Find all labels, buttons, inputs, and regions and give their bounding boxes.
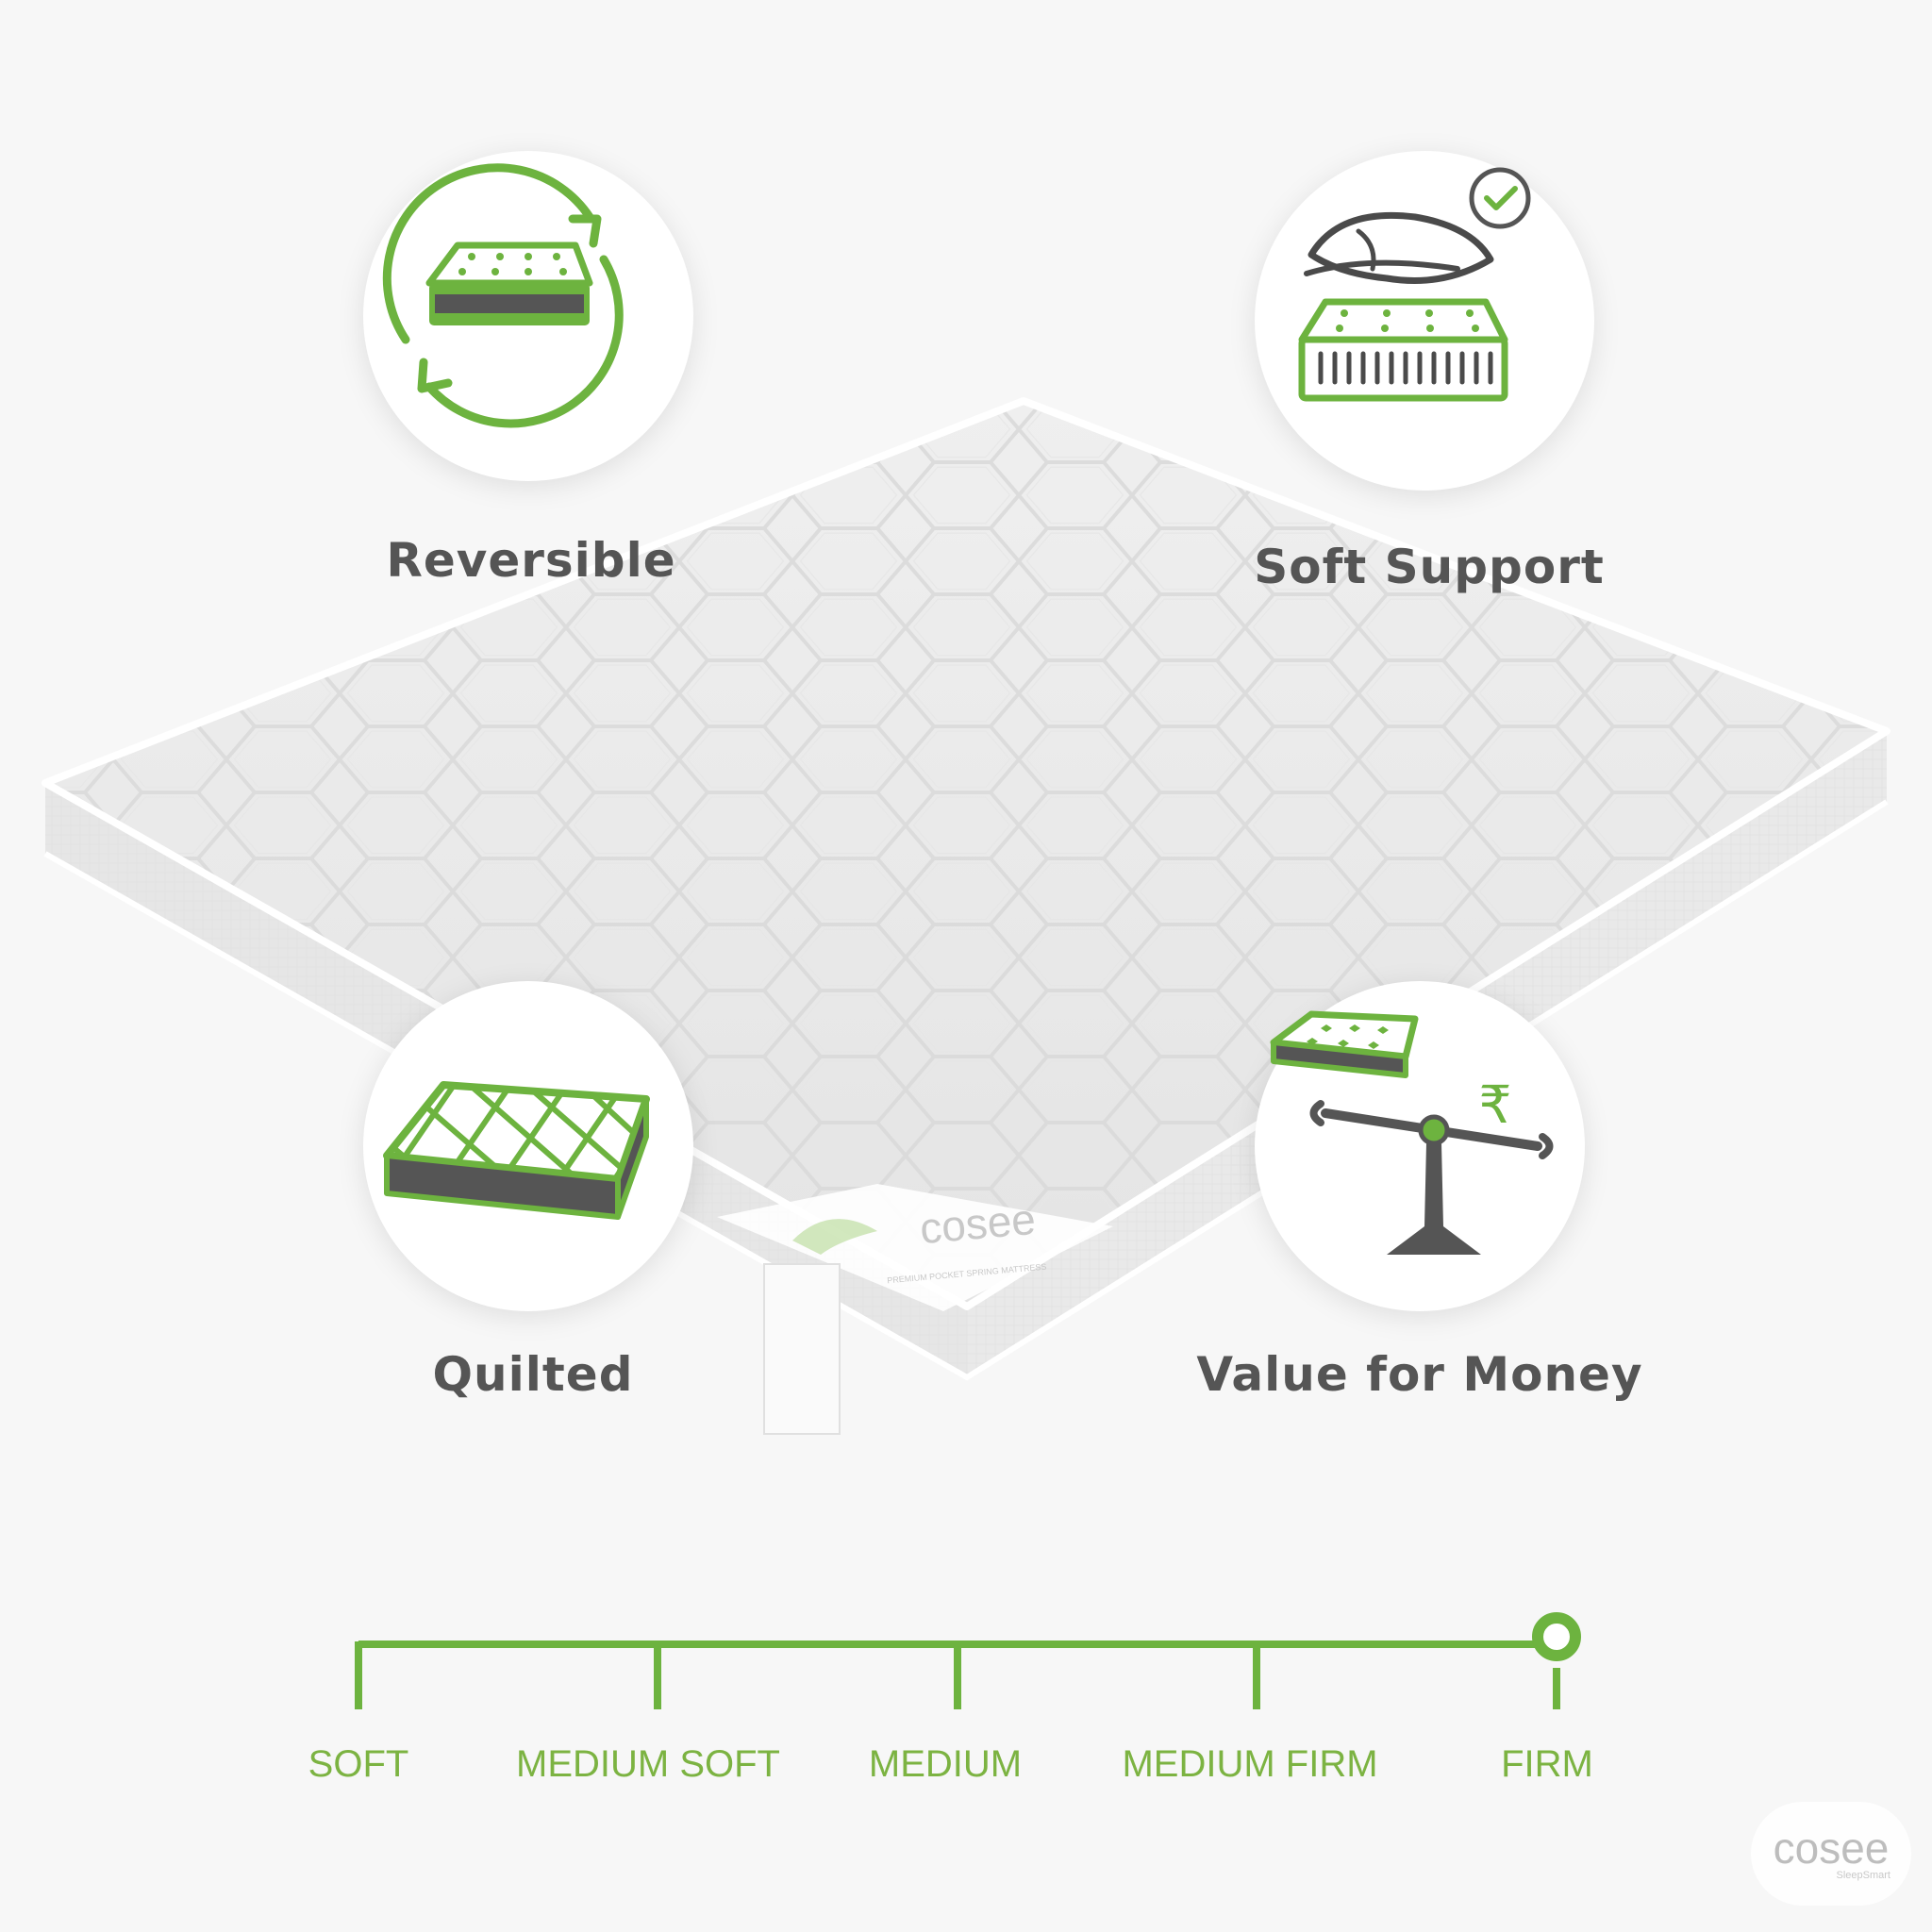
feature-label-soft-support: Soft Support — [1254, 540, 1605, 594]
firmness-label-medium-firm: MEDIUM FIRM — [1122, 1743, 1378, 1785]
mattress-top-quilting — [45, 401, 1887, 1307]
mattress-side-tag — [763, 1263, 841, 1435]
firmness-label-firm: FIRM — [1501, 1743, 1593, 1785]
feature-circle-soft-support — [1255, 151, 1594, 491]
svg-text:₹: ₹ — [1479, 1074, 1512, 1135]
balance-scale-rupee-icon: ₹ — [1270, 1010, 1554, 1255]
quilted-mattress-icon — [383, 1081, 650, 1220]
feature-label-reversible: Reversible — [386, 533, 676, 588]
reversible-mattress-icon — [382, 163, 624, 428]
mattress-leaf-logo — [792, 1219, 877, 1255]
feature-mattress-icon — [1298, 167, 1531, 402]
watermark-sub: SleepSmart — [1836, 1870, 1890, 1881]
mattress-piping-bottom — [43, 799, 1889, 1381]
mattress-brand-patch — [717, 1184, 1113, 1311]
watermark-brand: cosee — [1773, 1824, 1890, 1873]
feature-circle-reversible — [363, 151, 693, 481]
feature-circle-value: ₹ — [1255, 981, 1585, 1311]
feature-label-value: Value for Money — [1196, 1347, 1643, 1402]
firmness-label-medium: MEDIUM — [868, 1743, 1023, 1785]
firmness-label-soft: SOFT — [308, 1743, 409, 1785]
feature-circle-quilted — [363, 981, 693, 1311]
feature-label-quilted: Quilted — [432, 1347, 634, 1402]
mattress-brand-text: cosee — [917, 1193, 1038, 1254]
firmness-label-medium-soft: MEDIUM SOFT — [516, 1743, 780, 1785]
brand-watermark: cosee SleepSmart — [1751, 1802, 1911, 1906]
